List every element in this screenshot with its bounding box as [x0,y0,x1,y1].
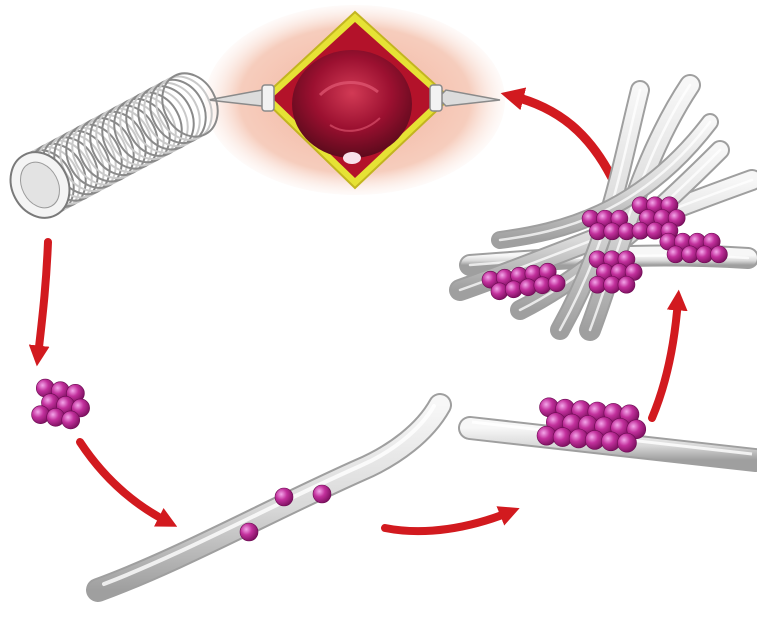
cell [617,433,636,452]
wound-implant-stage [205,5,505,195]
spring-coil-stage [0,64,228,229]
cell [618,276,635,293]
arrow-cluster-to-fiber [80,442,168,522]
cell [275,488,293,506]
cell [548,275,565,292]
cell-cluster-stage [32,379,90,429]
cell [62,411,80,429]
arrow-fiber-to-cluster-fiber [385,512,510,531]
fiber-network-stage [460,85,752,330]
single-fiber-seeding-stage [98,405,440,590]
cell [710,246,727,263]
cell [313,485,331,503]
arrow-coil-to-cluster [38,242,48,356]
arrow-cluster-fiber-to-network [652,300,678,418]
cell [240,523,258,541]
fiber-with-cell-cluster-stage [470,398,755,460]
wound-bed [292,50,412,158]
arrow-network-to-wound [512,96,612,178]
